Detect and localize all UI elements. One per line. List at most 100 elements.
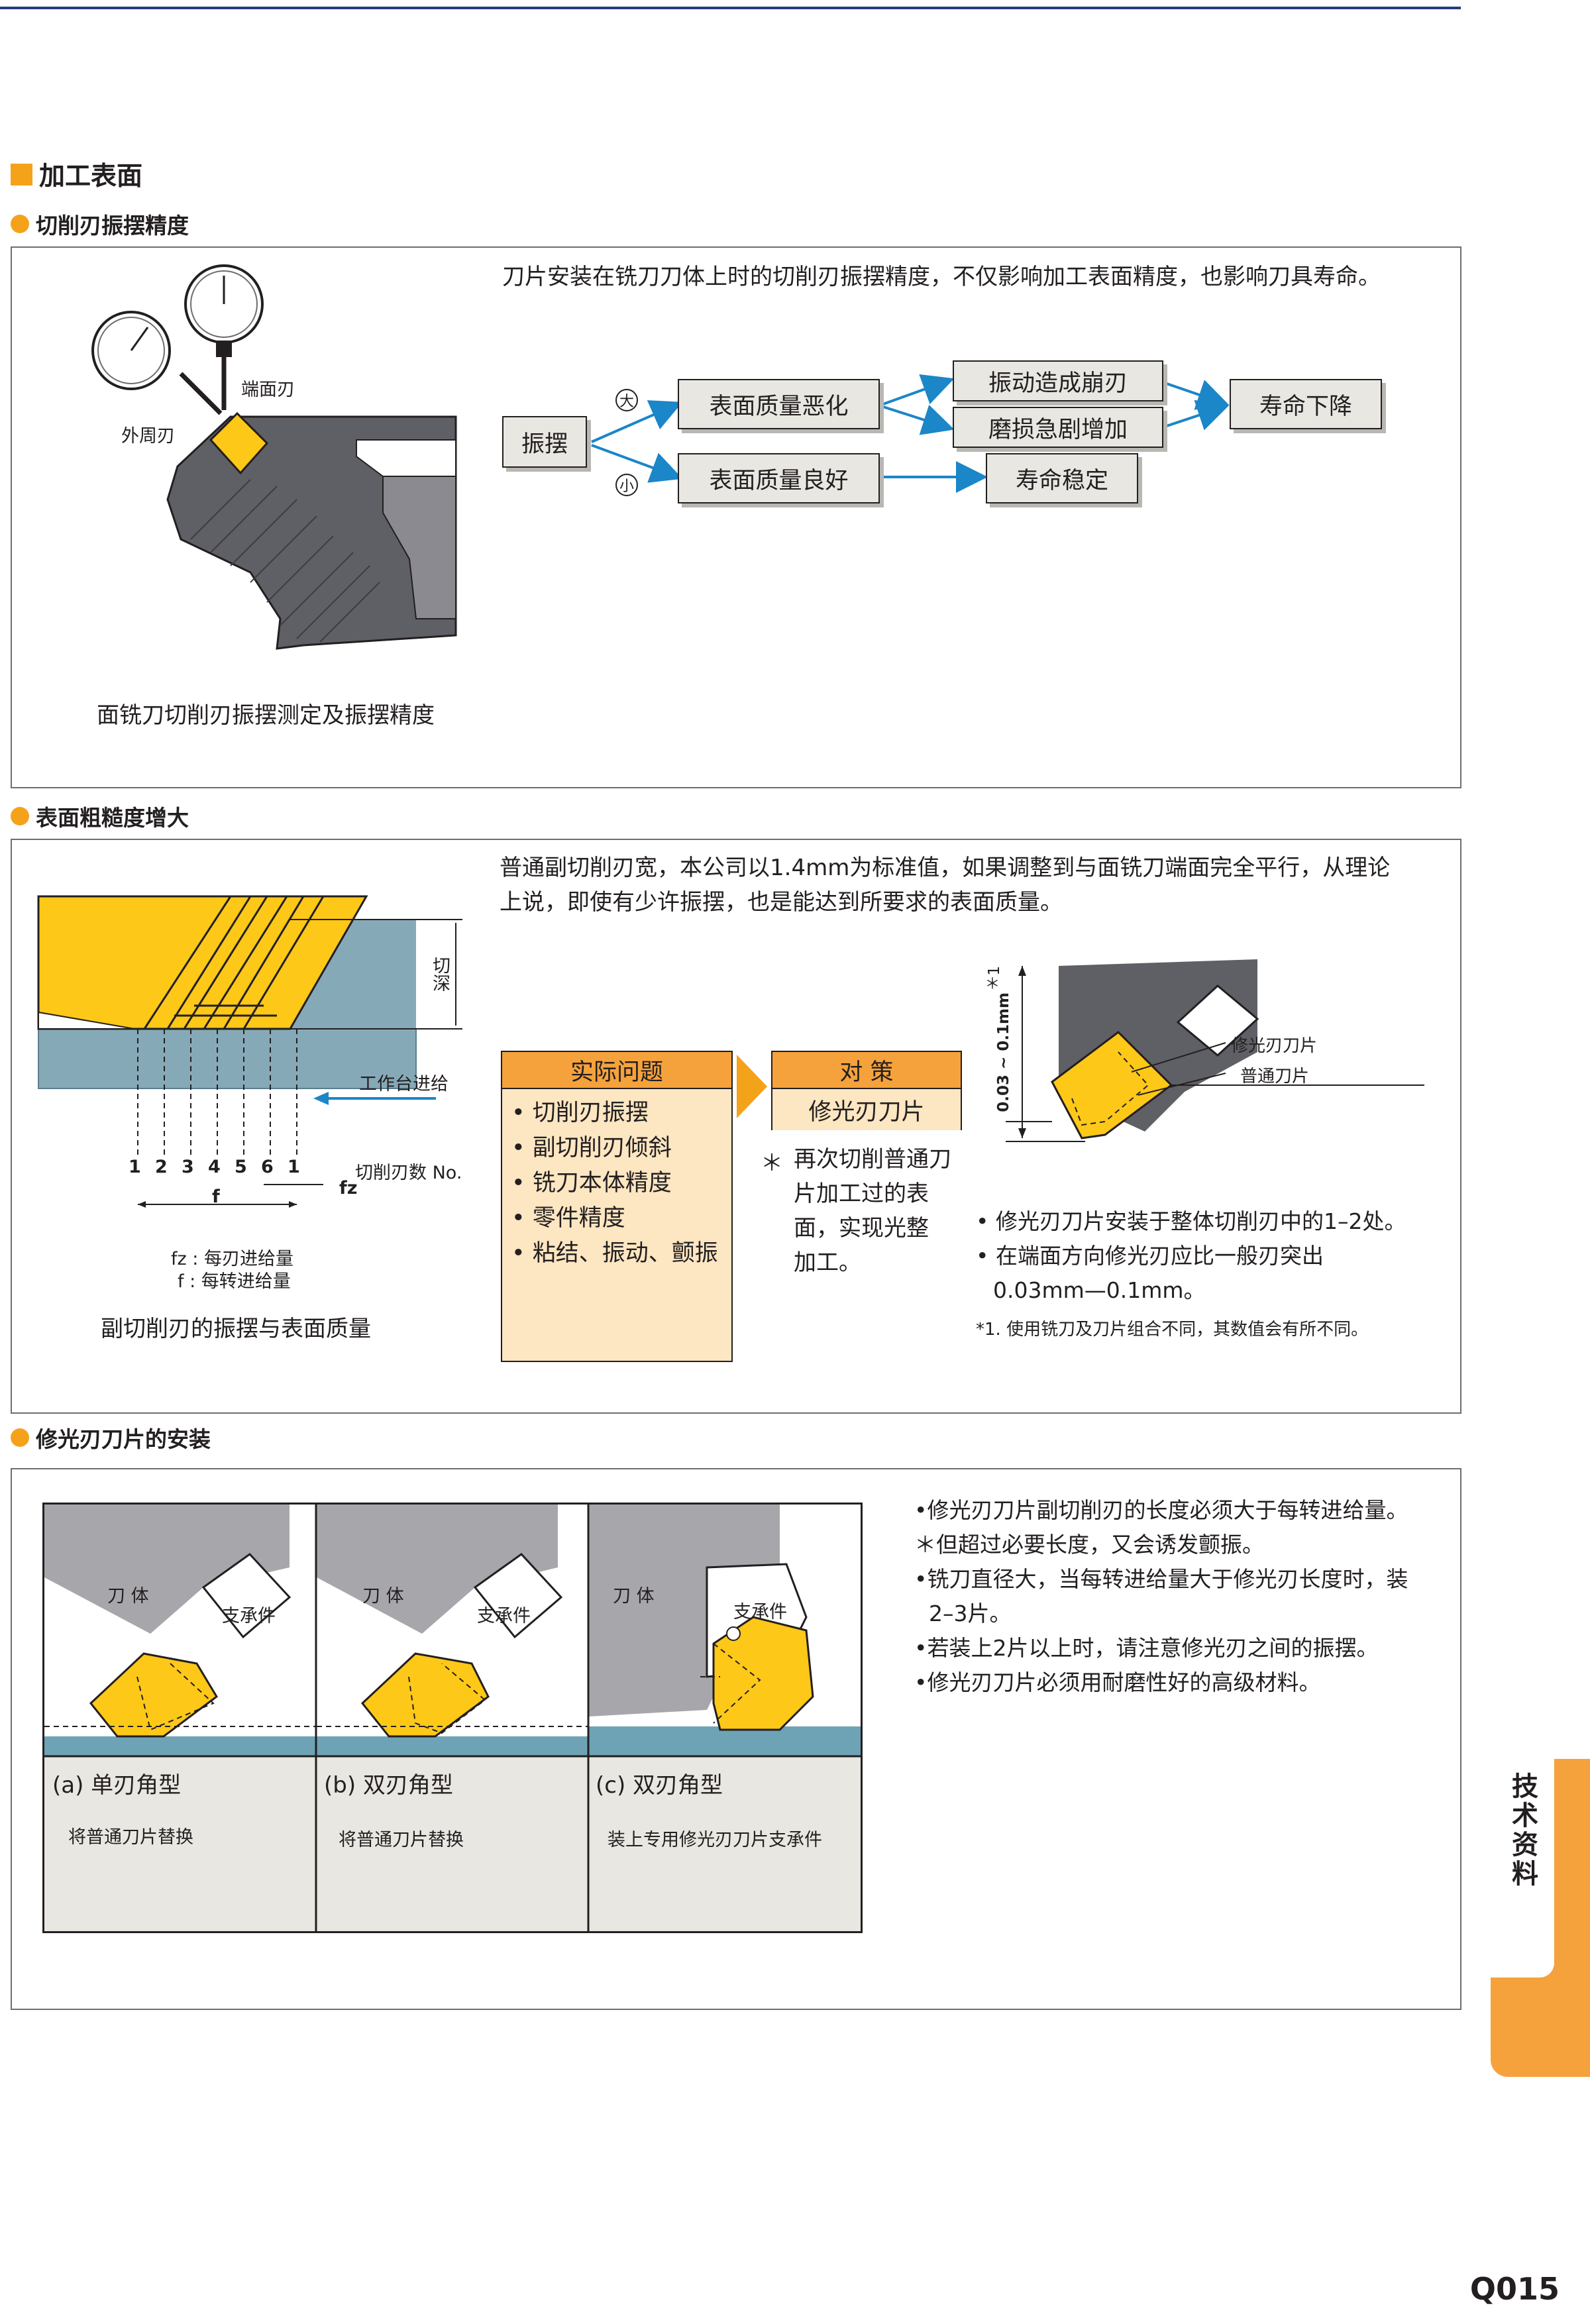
install-note: 2–3片。 [929,1601,1012,1626]
measure-note-line: 片加工过的表 [794,1181,929,1207]
measure-note-line: 加工。 [794,1249,861,1276]
roughness-intro-2: 上说，即使有少许振摆，也是能达到所要求的表面质量。 [500,889,1063,916]
install-note: •修光刃刀片必须用耐磨性好的高级材料。 [914,1669,1321,1695]
top-rule [0,7,1461,9]
page-number: Q015 [1469,2271,1560,2307]
wiper-note: • 在端面方向修光刃应比一般刃突出 [976,1243,1324,1269]
subsection-roughness: 表面粗糙度增大 [11,802,189,831]
edge-count-label: 切削刃数 No. [355,1163,462,1183]
support-label: 支承件 [222,1606,276,1626]
fz-label: fz [339,1178,358,1198]
cutter-body-label: 刀 体 [613,1586,655,1607]
wiper-diagram [1006,959,1424,1142]
wiper-note: • 修光刃刀片安装于整体切削刃中的1–2处。 [976,1208,1406,1234]
square-bullet-icon [11,163,32,185]
type-a-desc: 将普通刀片替换 [68,1827,193,1848]
side-tab-label: 技术资料 [1507,1772,1538,1889]
install-panel: 刀 体 支承件 (a) 单刃角型 将普通刀片替换 刀 体 支承件 (b) 双刃角… [11,1468,1461,2010]
edge-number: 4 [208,1157,221,1177]
section-title: 加工表面 [11,158,142,191]
roughness-intro-1: 普通副切削刃宽，本公司以1.4mm为标准值，如果调整到与面铣刀端面完全平行，从理… [500,855,1391,881]
support-label: 支承件 [477,1606,531,1626]
flow-quality-good: 表面质量良好 [678,453,880,503]
f-label: f [212,1187,220,1207]
large-marker: 大 [619,394,634,410]
type-b-label: (b) 双刃角型 [324,1772,453,1799]
measure-note-line: 面，实现光整 [794,1215,929,1241]
flow-life-down: 寿命下降 [1230,379,1382,429]
subsection-install: 修光刃刀片的安装 [11,1423,211,1452]
type-c-desc: 装上专用修光刃刀片支承件 [608,1830,822,1850]
offset-dimension-label: 0.03 ~ 0.1mm [995,992,1012,1112]
small-marker: 小 [619,478,634,495]
edge-number: 6 [261,1157,274,1177]
subsection-roughness-title: 表面粗糙度增大 [36,805,189,831]
flow-life-stable: 寿命稳定 [986,453,1138,503]
circle-bullet-icon [11,215,29,233]
measure-title: 对 策 [772,1052,961,1089]
install-diagrams [44,1505,861,1931]
circle-bullet-icon [11,1428,29,1447]
install-note: •铣刀直径大，当每转进给量大于修光刃长度时，装 [914,1566,1408,1592]
peripheral-edge-label: 外周刃 [121,426,175,447]
measure-box: 对 策 修光刃刀片 [771,1051,962,1130]
roughness-diagram [37,895,462,1208]
install-note: •若装上2片以上时，请注意修光刃之间的振摆。 [914,1635,1379,1661]
edge-number: 2 [155,1157,168,1177]
install-figure: 刀 体 支承件 (a) 单刃角型 将普通刀片替换 刀 体 支承件 (b) 双刃角… [42,1503,863,1933]
side-tab[interactable]: 技术资料 [1491,1759,1590,2077]
wiper-insert-label: 修光刃刀片 [1231,1036,1318,1056]
support-label: 支承件 [733,1602,787,1622]
cutter-body-label: 刀 体 [362,1586,404,1607]
type-b-desc: 将普通刀片替换 [339,1830,464,1850]
table-feed-label: 工作台进给 [359,1074,449,1094]
side-tab-label-area: 技术资料 [1491,1759,1554,1978]
edge-number: 1 [129,1157,141,1177]
normal-insert-label: 普通刀片 [1240,1067,1310,1086]
problem-box: 实际问题 • 切削刃振摆 • 副切削刃倾斜 • 铣刀本体精度 • 零件精度 • … [501,1051,733,1362]
legend-f: f : 每转进给量 [178,1271,291,1292]
legend-fz: fz : 每刃进给量 [171,1249,293,1269]
measure-note: 再次切削普通刀 片加工过的表 面，实现光整 加工。 [794,1142,951,1280]
install-note: ＊但超过必要长度，又会诱发颤振。 [914,1532,1264,1558]
measure-note-star: ＊ [761,1150,783,1177]
circle-bullet-icon [11,807,29,825]
wiper-notes: • 修光刃刀片安装于整体切削刃中的1–2处。 • 在端面方向修光刃应比一般刃突出… [976,1204,1406,1308]
footnote: *1. 使用铣刀及刀片组合不同，其数值会有所不同。 [976,1320,1369,1340]
cutter-body-label: 刀 体 [107,1586,149,1607]
problem-title: 实际问题 [502,1052,731,1089]
flow-arrows [591,374,1230,496]
depth-label: 切深 [429,956,450,992]
problem-item: • 粘结、振动、颤振 [511,1240,718,1267]
type-c-label: (c) 双刃角型 [596,1772,723,1799]
subsection-runout-title: 切削刃振摆精度 [36,213,189,238]
runout-diagram [91,264,457,650]
runout-panel: 端面刃 外周刃 面铣刀切削刃振摆测定及振摆精度 刀片安装在铣刀刀体上时的切削刃振… [11,246,1461,788]
subsection-install-title: 修光刃刀片的安装 [36,1426,211,1452]
flow-chipping: 振动造成崩刃 [953,360,1163,401]
edge-number: 3 [182,1157,194,1177]
flow-runout: 振摆 [502,416,587,468]
runout-caption: 面铣刀切削刃振摆测定及振摆精度 [97,702,435,729]
measure-note-line: 再次切削普通刀 [794,1146,951,1173]
edge-number-row: 1 2 3 4 5 6 1 [129,1157,314,1179]
problem-item: • 铣刀本体精度 [511,1170,672,1196]
roughness-panel: 切深 工作台进给 1 2 3 4 5 6 1 切削刃数 No. fz f fz … [11,839,1461,1414]
problem-item: • 切削刃振摆 [511,1100,649,1126]
install-notes: •修光刃刀片副切削刃的长度必须大于每转进给量。 ＊但超过必要长度，又会诱发颤振。… [914,1493,1408,1700]
measure-value: 修光刃刀片 [772,1089,961,1130]
flow-quality-worse: 表面质量恶化 [678,379,880,429]
subsection-runout: 切削刃振摆精度 [11,209,189,238]
edge-number: 5 [235,1157,247,1177]
type-a-label: (a) 单刃角型 [52,1772,182,1799]
edge-number: 1 [288,1157,300,1177]
offset-footnote-mark: ＊1 [986,966,1003,991]
section-title-text: 加工表面 [39,162,143,191]
problem-item: • 零件精度 [511,1205,625,1232]
runout-intro: 刀片安装在铣刀刀体上时的切削刃振摆精度，不仅影响加工表面精度，也影响刀具寿命。 [502,264,1381,290]
problem-item: • 副切削刃倾斜 [511,1135,672,1161]
wiper-note: 0.03mm—0.1mm。 [993,1277,1206,1303]
arrow-right-icon [737,1055,767,1118]
flow-wear: 磨损急剧增加 [953,407,1163,448]
install-note: •修光刃刀片副切削刃的长度必须大于每转进给量。 [914,1497,1408,1523]
